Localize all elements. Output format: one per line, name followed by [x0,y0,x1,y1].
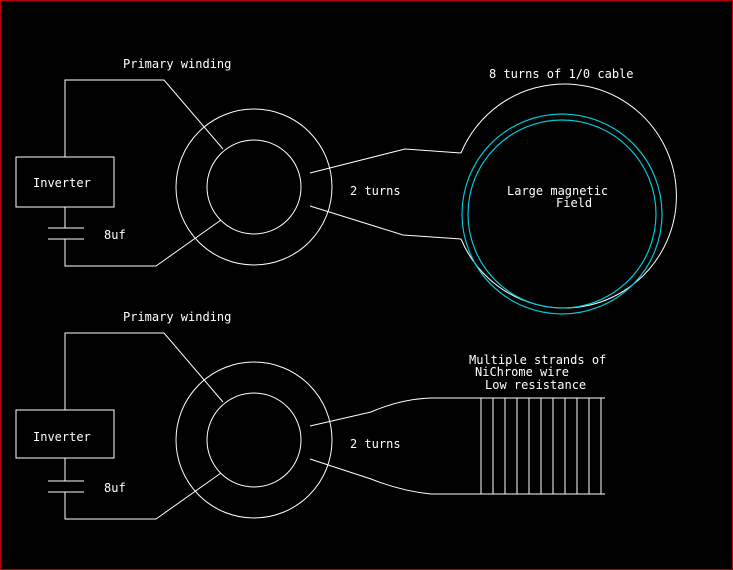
nichrome-strands [480,398,602,494]
top-primary-wire-upper [64,79,224,157]
bottom-toroid-outer [175,361,333,519]
top-primary-wire-lower [64,219,222,267]
top-inverter-label: Inverter [33,176,91,190]
bottom-capacitor-label: 8uf [104,481,126,495]
field-label-line2: Field [556,196,592,210]
bottom-secondary-lead-upper [309,397,605,427]
bottom-turns-label: 2 turns [350,437,401,451]
bottom-toroid-inner [206,392,302,488]
cable-turns-label: 8 turns of 1/0 cable [489,67,634,81]
bottom-primary-winding-label: Primary winding [123,310,231,324]
cable-ring-outer [461,113,663,315]
strands-label-line3: Low resistance [485,378,586,392]
bottom-secondary-lead-lower [309,458,605,495]
field-label-line1: Large magnetic [507,184,608,198]
bottom-inverter-label: Inverter [33,430,91,444]
bottom-primary-wire-lower [64,472,222,520]
top-turns-label: 2 turns [350,184,401,198]
top-capacitor-label: 8uf [104,228,126,242]
top-toroid-outer [175,108,333,266]
top-secondary-lead-upper [309,148,462,174]
top-secondary-lead-lower [309,205,462,240]
top-toroid-inner [206,139,302,235]
bottom-circuit [15,332,605,520]
strands-label-line2: NiChrome wire [475,365,569,379]
strands-label-line1: Multiple strands of [469,353,606,367]
bottom-primary-wire-upper [64,332,224,410]
top-primary-winding-label: Primary winding [123,57,231,71]
cable-ring-inner [467,119,657,309]
cable-coil [461,113,663,315]
